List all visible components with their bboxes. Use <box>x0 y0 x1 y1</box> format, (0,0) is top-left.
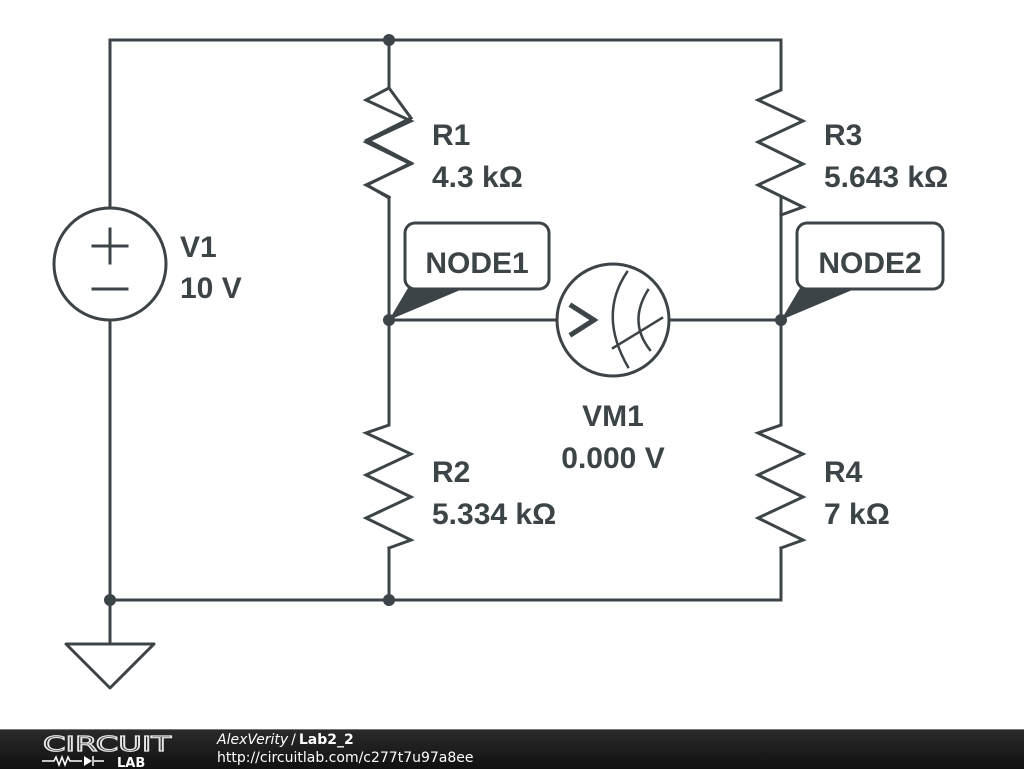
r1-name-label: R1 <box>432 119 470 152</box>
v1-name-label: V1 <box>180 231 217 264</box>
voltmeter-needle <box>611 316 664 350</box>
circuit-name[interactable]: Lab2_2 <box>298 732 354 748</box>
resistor-icon <box>754 86 807 217</box>
junction-dot <box>383 34 395 46</box>
voltmeter-scale-arc <box>611 270 630 369</box>
vm1-value-label: 0.000 V <box>561 442 664 475</box>
ground[interactable] <box>64 642 156 690</box>
title-separator: / <box>291 732 296 748</box>
voltmeter-scale-arc <box>637 288 652 352</box>
r4-name-label: R4 <box>824 456 863 489</box>
r2-value-label: 5.334 kΩ <box>432 498 556 531</box>
circuitlab-logo[interactable]: CIRCUIT LAB <box>42 732 174 768</box>
r3-value-label: 5.643 kΩ <box>824 161 948 194</box>
footer-bar: CIRCUIT LAB AlexVerity/Lab2_2 http://cir… <box>0 729 1024 769</box>
circuit-title-line: AlexVerity/Lab2_2 <box>217 731 474 749</box>
voltage-source-icon <box>52 206 168 322</box>
voltmeter-arrow-icon <box>568 302 599 338</box>
node1-label: NODE1 <box>425 247 528 280</box>
voltmeter-icon <box>555 262 671 378</box>
wire-top <box>108 38 783 210</box>
resistor-zigzag <box>362 85 415 200</box>
logo-resistor-diode-icon <box>42 754 104 768</box>
r2-name-label: R2 <box>432 456 470 489</box>
circuit-schematic: V1 10 V R1 4.3 kΩ R2 5.334 kΩ R3 5.643 k… <box>52 34 948 690</box>
logo-diode-icon <box>84 756 92 766</box>
circuit-info: AlexVerity/Lab2_2 http://circuitlab.com/… <box>217 731 474 767</box>
resistor-r3[interactable]: R3 5.643 kΩ <box>754 86 948 217</box>
resistor-r2[interactable]: R2 5.334 kΩ <box>362 418 556 550</box>
r3-name-label: R3 <box>824 119 862 152</box>
wire-bottom <box>108 546 783 602</box>
circuit-url[interactable]: http://circuitlab.com/c277t7u97a8ee <box>217 750 474 766</box>
r1-value-label: 4.3 kΩ <box>432 161 523 194</box>
author-link[interactable]: AlexVerity <box>217 732 289 748</box>
junction-dot <box>383 594 395 606</box>
voltmeter-vm1[interactable]: VM1 0.000 V <box>555 262 671 475</box>
logo-text-circuit: CIRCUIT <box>43 732 172 756</box>
resistor-r1[interactable]: R1 4.3 kΩ <box>362 85 523 201</box>
r4-value-label: 7 kΩ <box>824 498 890 531</box>
v1-value-label: 10 V <box>180 272 242 305</box>
flag-pointer <box>389 288 465 320</box>
vm1-name-label: VM1 <box>582 400 644 433</box>
node1-flag[interactable]: NODE1 <box>389 221 551 320</box>
resistor-icon <box>754 418 807 550</box>
plus-icon <box>91 227 129 265</box>
flag-pointer <box>781 288 857 320</box>
flag-box <box>795 221 945 291</box>
node2-label: NODE2 <box>818 247 921 280</box>
resistor-r4[interactable]: R4 7 kΩ <box>754 418 890 550</box>
ground-icon <box>64 642 156 690</box>
flag-box <box>403 221 551 291</box>
junction-dot <box>104 594 116 606</box>
voltage-source-v1[interactable]: V1 10 V <box>52 206 242 322</box>
resistor-icon <box>362 418 415 550</box>
wires <box>108 38 783 646</box>
logo-text-lab: LAB <box>117 756 145 768</box>
node2-flag[interactable]: NODE2 <box>781 221 945 320</box>
